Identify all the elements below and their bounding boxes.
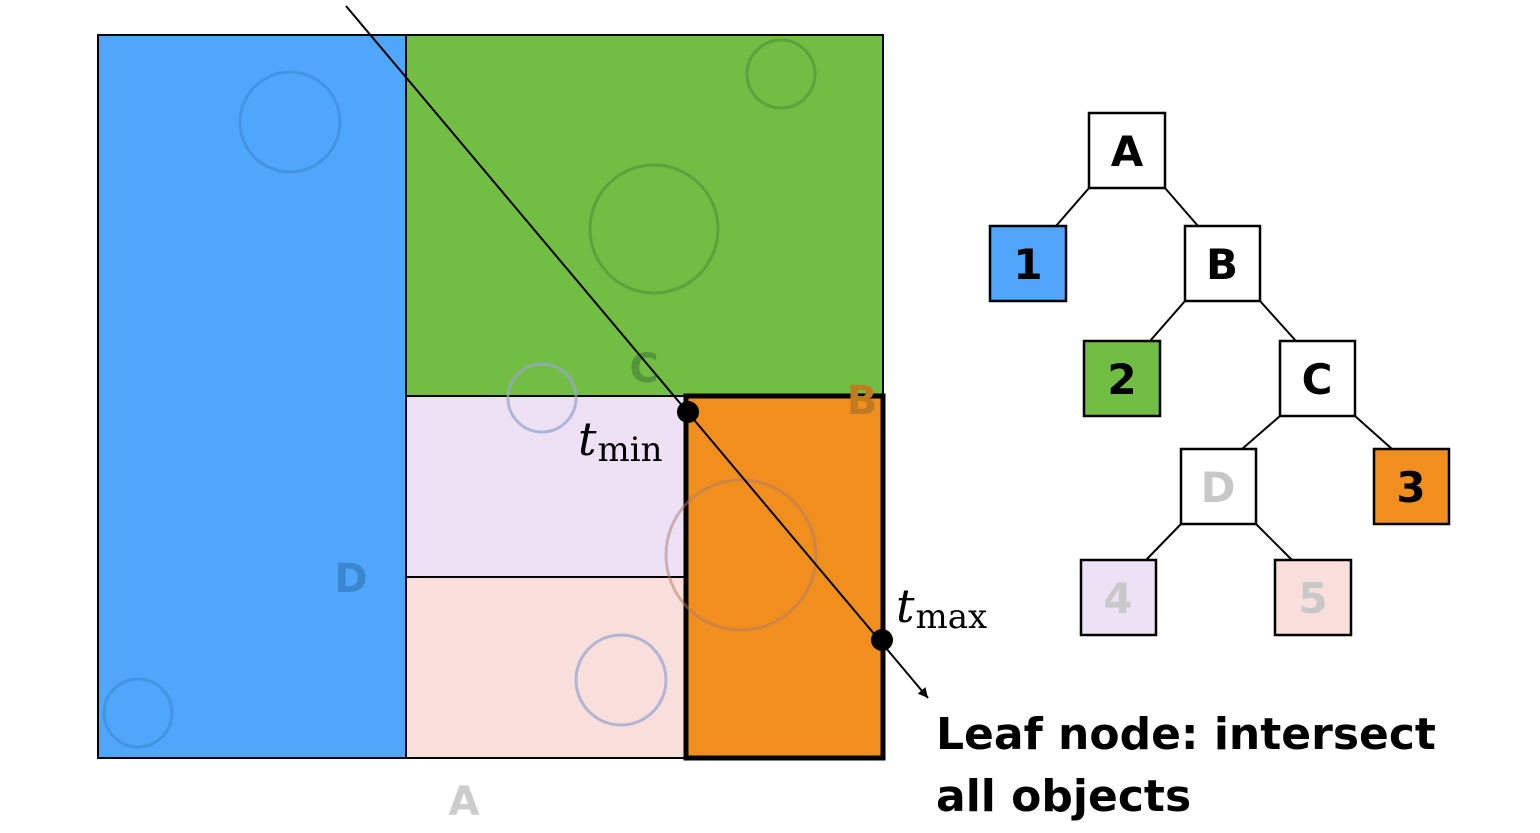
region-2-green bbox=[405, 34, 884, 397]
tree-leaf-4-label: 4 bbox=[1103, 574, 1132, 623]
object-circle bbox=[102, 677, 174, 749]
tree-edge bbox=[1149, 300, 1186, 342]
object-circle bbox=[745, 38, 817, 110]
object-circle bbox=[574, 633, 668, 727]
tree-node-d-label: D bbox=[1201, 463, 1236, 512]
caption-line-1: Leaf node: intersect bbox=[936, 709, 1436, 760]
tree-node-a-label: A bbox=[1111, 127, 1144, 176]
region-label-c: C bbox=[629, 346, 658, 392]
tree-leaf-3 bbox=[1372, 447, 1451, 526]
region-4-lavender bbox=[405, 395, 687, 578]
tree-node-d bbox=[1179, 447, 1258, 526]
tree-edge bbox=[1164, 187, 1199, 227]
object-circle bbox=[238, 70, 342, 174]
tree-node-c-label: C bbox=[1302, 355, 1333, 404]
tree-node-a bbox=[1087, 111, 1167, 190]
tree-leaf-5-label: 5 bbox=[1298, 574, 1327, 623]
tree-edge bbox=[1354, 415, 1393, 450]
ray bbox=[345, 5, 929, 699]
caption-line-2: all objects bbox=[936, 771, 1192, 822]
tree-leaf-2 bbox=[1082, 339, 1162, 418]
tree-edge bbox=[1145, 523, 1182, 561]
t-max-point bbox=[871, 629, 893, 651]
caption: Leaf node: intersect all objects bbox=[936, 704, 1496, 828]
object-circle bbox=[664, 478, 818, 632]
region-5-pink bbox=[405, 576, 687, 759]
region-label-d: D bbox=[334, 556, 367, 602]
tree-edge bbox=[1055, 187, 1090, 227]
tree-leaf-2-label: 2 bbox=[1107, 355, 1136, 404]
region-1-blue bbox=[97, 34, 407, 759]
tree-leaf-1-label: 1 bbox=[1013, 240, 1042, 289]
tree-node-b-label: B bbox=[1206, 240, 1238, 289]
tree-node-c bbox=[1278, 339, 1357, 418]
tree-leaf-4 bbox=[1079, 558, 1158, 637]
tree-leaf-1 bbox=[988, 224, 1068, 303]
tree-edge bbox=[1241, 415, 1281, 450]
tree-node-b bbox=[1183, 224, 1262, 303]
t-max-label: tmax bbox=[896, 579, 987, 637]
object-circle bbox=[506, 362, 578, 434]
object-circle bbox=[588, 163, 720, 295]
tree-edge bbox=[1259, 300, 1297, 342]
t-min-point bbox=[677, 401, 699, 423]
tree-leaf-5 bbox=[1273, 558, 1353, 637]
tree-leaf-3-label: 3 bbox=[1396, 463, 1425, 512]
t-min-label: tmin bbox=[578, 412, 663, 470]
region-label-b: B bbox=[847, 378, 878, 424]
tree-edge bbox=[1255, 523, 1293, 561]
region-label-a: A bbox=[449, 779, 480, 825]
region-3-orange bbox=[683, 393, 886, 761]
